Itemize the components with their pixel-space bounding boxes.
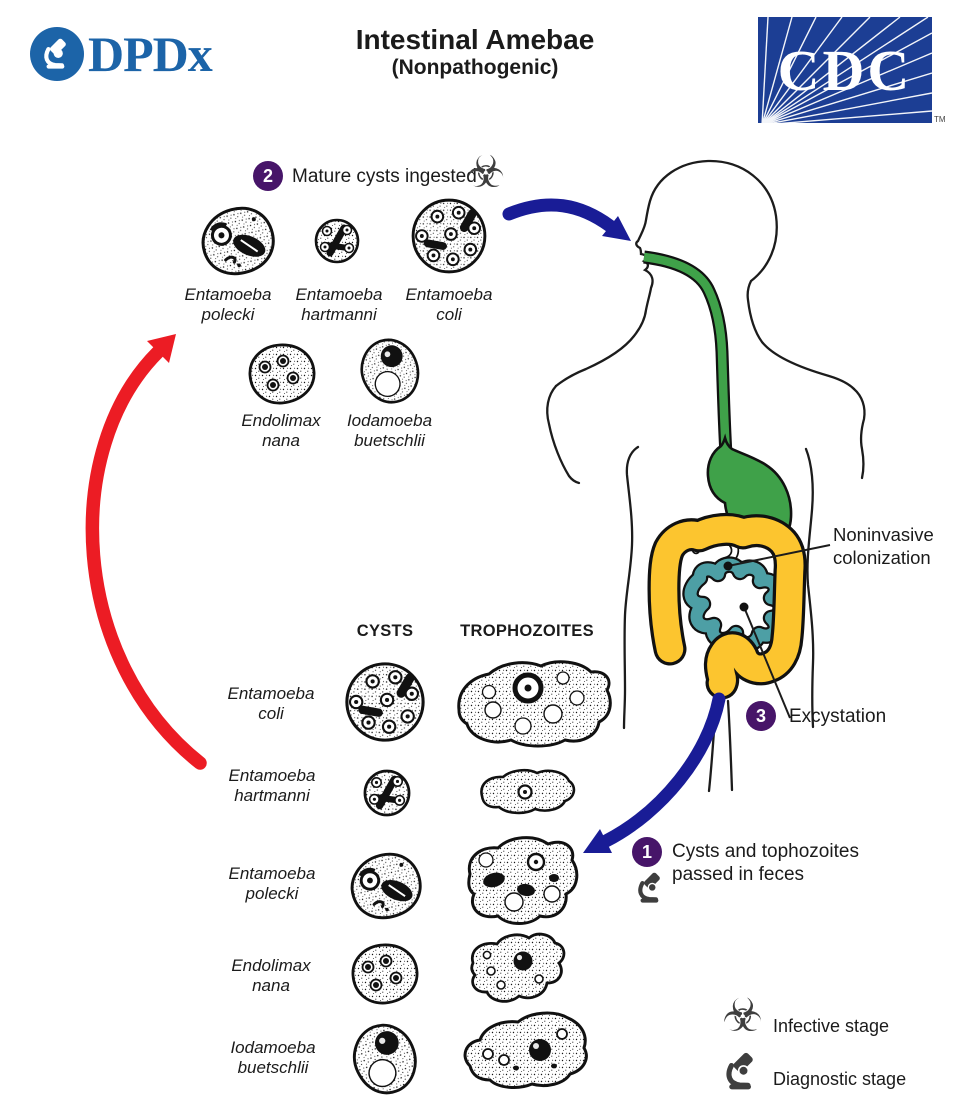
- entamoeba-coli-trophozoite-illustration: [457, 660, 612, 748]
- row-label-entamoeba-hartmanni: Entamoeba hartmanni: [222, 766, 322, 806]
- entamoeba-hartmanni-cyst-illustration: [365, 771, 409, 815]
- species-text: coli: [436, 305, 462, 324]
- cdc-logo: CDC TM: [758, 17, 946, 124]
- step-3-number: 3: [755, 705, 766, 726]
- legend-infective-stage: Infective stage: [773, 1016, 890, 1036]
- genus-text: Entamoeba: [228, 766, 316, 785]
- species-text: nana: [252, 976, 290, 995]
- endolimax-nana-cyst-top-illustration: [250, 345, 314, 403]
- row-label-iodamoeba-buetschlii: Iodamoeba buetschlii: [223, 1038, 323, 1078]
- species-text: polecki: [245, 884, 299, 903]
- label-iodamoeba-buetschlii-top: Iodamoeba buetschlii: [338, 411, 441, 451]
- legend-diagnostic-stage: Diagnostic stage: [773, 1069, 907, 1089]
- species-text: hartmanni: [234, 786, 310, 805]
- genus-text: Iodamoeba: [230, 1038, 316, 1057]
- noninvasive-pointer-line: [723, 544, 831, 571]
- large-intestine: [647, 512, 807, 700]
- step-1-badge: 1: [632, 837, 662, 867]
- page-title-block: Intestinal Amebae (Nonpathogenic): [275, 24, 675, 81]
- iodamoeba-buetschlii-cyst-top-illustration: [351, 330, 429, 412]
- column-header-cysts: CYSTS: [356, 622, 414, 640]
- step-3-badge: 3: [746, 701, 776, 731]
- entamoeba-coli-cyst-illustration: [347, 664, 423, 740]
- genus-text: Endolimax: [241, 411, 321, 430]
- step-2-badge: 2: [253, 161, 283, 191]
- genus-text: Iodamoeba: [346, 411, 433, 430]
- species-text: nana: [262, 431, 300, 450]
- microscope-icon: [724, 1052, 760, 1091]
- species-text: polecki: [201, 305, 255, 324]
- page-subtitle: (Nonpathogenic): [391, 56, 559, 79]
- label-entamoeba-hartmanni-top: Entamoeba hartmanni: [289, 285, 389, 325]
- red-return-arrow: [85, 334, 207, 770]
- blue-ingestion-arrow: [502, 198, 631, 241]
- microscope-icon: [636, 872, 666, 904]
- endolimax-nana-trophozoite-illustration: [470, 932, 566, 1003]
- microscope-icon: [42, 38, 72, 70]
- genus-text: Entamoeba: [227, 684, 315, 703]
- step-2-number: 2: [262, 165, 273, 186]
- species-text: buetschlii: [354, 431, 425, 450]
- species-text: hartmanni: [301, 305, 377, 324]
- page-title: Intestinal Amebae: [355, 24, 595, 55]
- genus-text: Entamoeba: [295, 285, 383, 304]
- column-header-trophozoites: TROPHOZOITES: [460, 622, 594, 640]
- step-1-label: Cysts and tophozoites passed in feces: [672, 841, 859, 885]
- noninvasive-colonization-label: Noninvasive colonization: [833, 524, 934, 568]
- step-1-number: 1: [641, 841, 652, 862]
- genus-text: Entamoeba: [405, 285, 493, 304]
- genus-text: Entamoeba: [184, 285, 272, 304]
- iodamoeba-buetschlii-trophozoite-illustration: [463, 1011, 588, 1089]
- label-endolimax-nana-top: Endolimax nana: [231, 411, 331, 451]
- dpdx-logo: DPDx: [30, 26, 213, 82]
- noninvasive-pointer-dot: [723, 561, 733, 571]
- label-entamoeba-polecki-top: Entamoeba polecki: [178, 285, 278, 325]
- genus-text: Endolimax: [231, 956, 311, 975]
- excystation-pointer-dot: [739, 602, 749, 612]
- blue-excretion-arrow: [583, 692, 726, 853]
- dpdx-logo-circle: [30, 27, 84, 81]
- species-text: buetschlii: [237, 1058, 309, 1077]
- label-entamoeba-coli-top: Entamoeba coli: [399, 285, 499, 325]
- entamoeba-polecki-trophozoite-illustration: [467, 836, 579, 925]
- dpdx-logo-text: DPDx: [88, 26, 213, 82]
- iodamoeba-buetschlii-cyst-illustration: [343, 1015, 427, 1103]
- entamoeba-polecki-cyst-illustration: [346, 848, 426, 923]
- biohazard-icon: ☣: [722, 988, 764, 1042]
- endolimax-nana-cyst-illustration: [353, 945, 417, 1003]
- row-label-endolimax-nana: Endolimax nana: [221, 956, 321, 996]
- cdc-trademark: TM: [934, 115, 946, 124]
- cdc-logo-rays: [761, 17, 932, 123]
- entamoeba-hartmanni-cyst-top-illustration: [316, 220, 358, 262]
- row-label-entamoeba-polecki: Entamoeba polecki: [222, 864, 322, 904]
- step-3-label: Excystation: [789, 706, 887, 727]
- cdc-logo-text: CDC: [777, 37, 913, 103]
- biohazard-icon: ☣: [466, 147, 506, 198]
- species-text: coli: [258, 704, 284, 723]
- row-label-entamoeba-coli: Entamoeba coli: [221, 684, 321, 724]
- step-2-label: Mature cysts ingested: [292, 166, 477, 187]
- entamoeba-hartmanni-trophozoite-illustration: [480, 768, 576, 815]
- excystation-pointer-line: [739, 602, 791, 719]
- entamoeba-polecki-cyst-top-illustration: [197, 202, 279, 280]
- genus-text: Entamoeba: [228, 864, 316, 883]
- entamoeba-coli-cyst-top-illustration: [413, 200, 485, 272]
